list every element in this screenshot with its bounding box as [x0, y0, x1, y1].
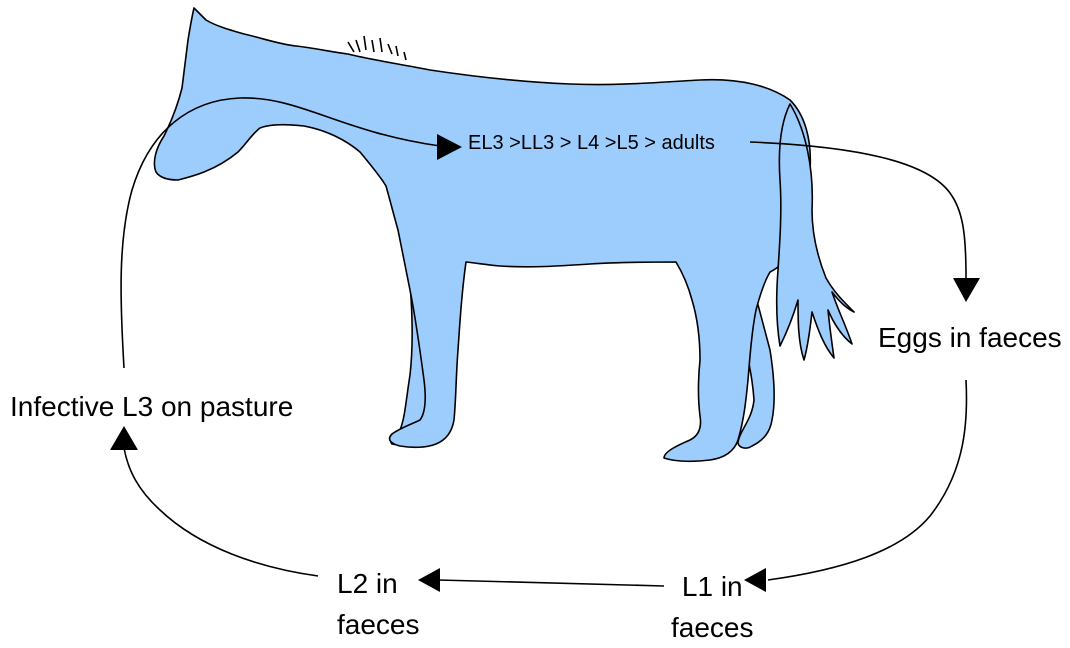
stage-label-l1-line1: L1 in	[671, 566, 754, 607]
arrow-to-l2	[438, 580, 664, 586]
arrowhead-to-l3	[110, 426, 138, 450]
stage-label-eggs: Eggs in faeces	[878, 322, 1062, 354]
horse-tail	[777, 104, 854, 360]
stage-label-l2: L2 in faeces	[337, 563, 420, 645]
arrowhead-to-eggs	[953, 278, 980, 302]
stage-label-l2-line2: faeces	[337, 604, 420, 645]
stage-label-inside-host: EL3 >LL3 > L4 >L5 > adults	[468, 132, 715, 155]
arrowhead-to-l2	[418, 568, 440, 592]
stage-label-infective-l3: Infective L3 on pasture	[10, 391, 293, 423]
stage-label-l1: L1 in faeces	[671, 566, 754, 648]
arrow-to-l3	[124, 448, 318, 576]
stage-label-l2-line1: L2 in	[337, 563, 420, 604]
arrow-to-l1	[768, 380, 967, 580]
stage-label-l1-line2: faeces	[671, 607, 754, 648]
